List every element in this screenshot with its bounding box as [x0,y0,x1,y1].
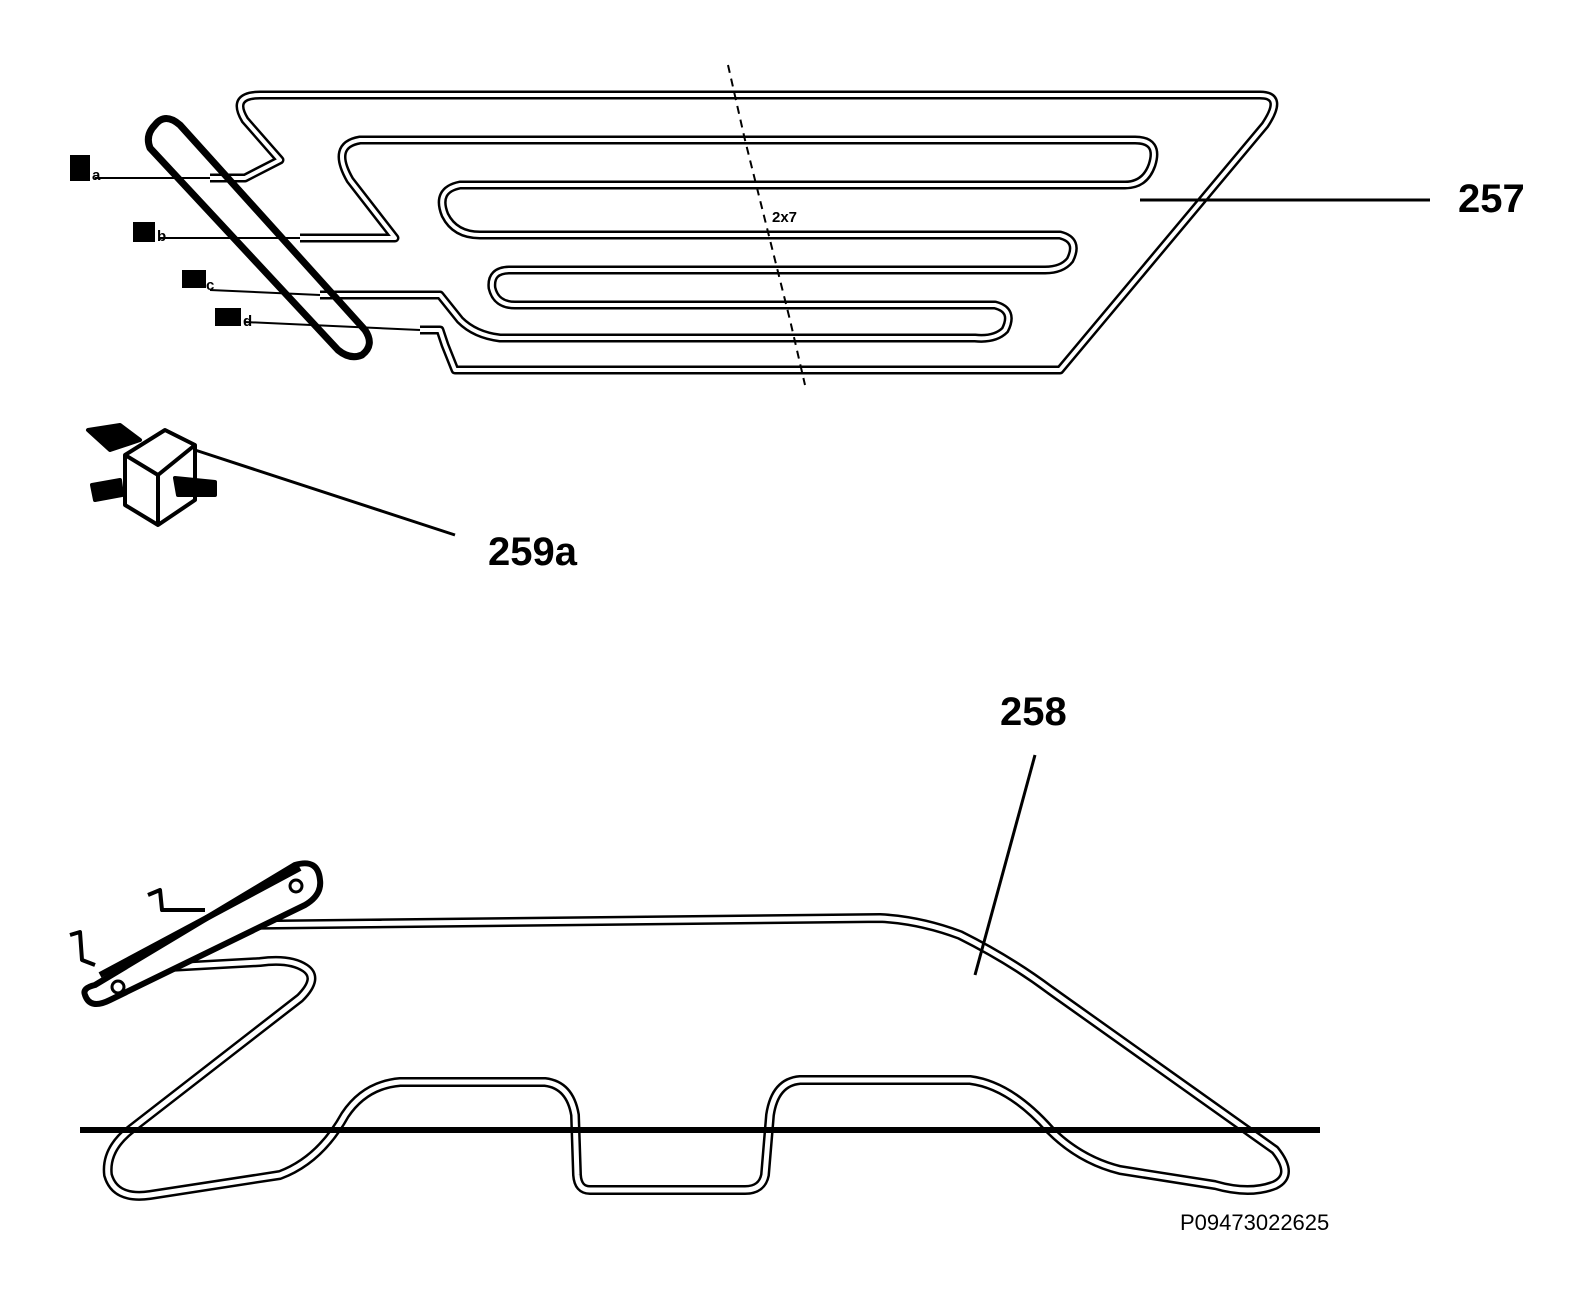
part-label-257: 257 [1458,177,1525,221]
element-257-center-axis [727,64,806,386]
element-258-main-loop-inner [105,915,1288,1199]
element-258-terminal-tab-lower [69,930,96,967]
terminal-c-marker [182,270,206,288]
terminal-c-lead [209,289,321,296]
terminal-label-d: d [243,313,252,330]
terminal-markers [70,155,241,326]
element-258-plate-hole-right [288,878,304,894]
leader-line-258 [973,754,1037,976]
element-258-plate-hole-left [110,979,126,995]
element-257-outer-loop-inner [210,93,1276,372]
leader-line-259a [194,448,456,537]
terminal-d-lead [244,321,421,331]
heating-element-257 [95,64,1430,386]
drawing-code: P09473022625 [1180,1210,1329,1235]
connector-259a-terminal-tab [86,423,142,452]
part-label-258: 258 [1000,690,1067,734]
terminal-a-marker [70,155,90,181]
dimension-label: 2x7 [772,209,797,226]
terminal-label-c: c [206,277,214,294]
element-257-inner-loops-inner [300,138,1156,341]
terminal-b-marker [133,222,155,242]
element-258-mounting-plate [81,860,324,1007]
heating-element-258 [69,754,1320,1201]
element-257-inner-loops [300,135,1159,343]
connector-259a [86,423,456,537]
connector-259a-front-face [123,443,197,525]
terminal-label-a: a [92,167,101,184]
element-258-plate-edge [98,865,302,978]
connector-259a-side-tab [90,478,124,502]
terminal-label-b: b [157,228,166,245]
element-258-terminal-tab-upper [147,888,205,912]
element-257-mounting-bracket [144,115,373,361]
connector-259a-right-tab [173,476,217,497]
terminal-d-marker [215,308,241,326]
part-label-259a: 259a [488,530,578,574]
